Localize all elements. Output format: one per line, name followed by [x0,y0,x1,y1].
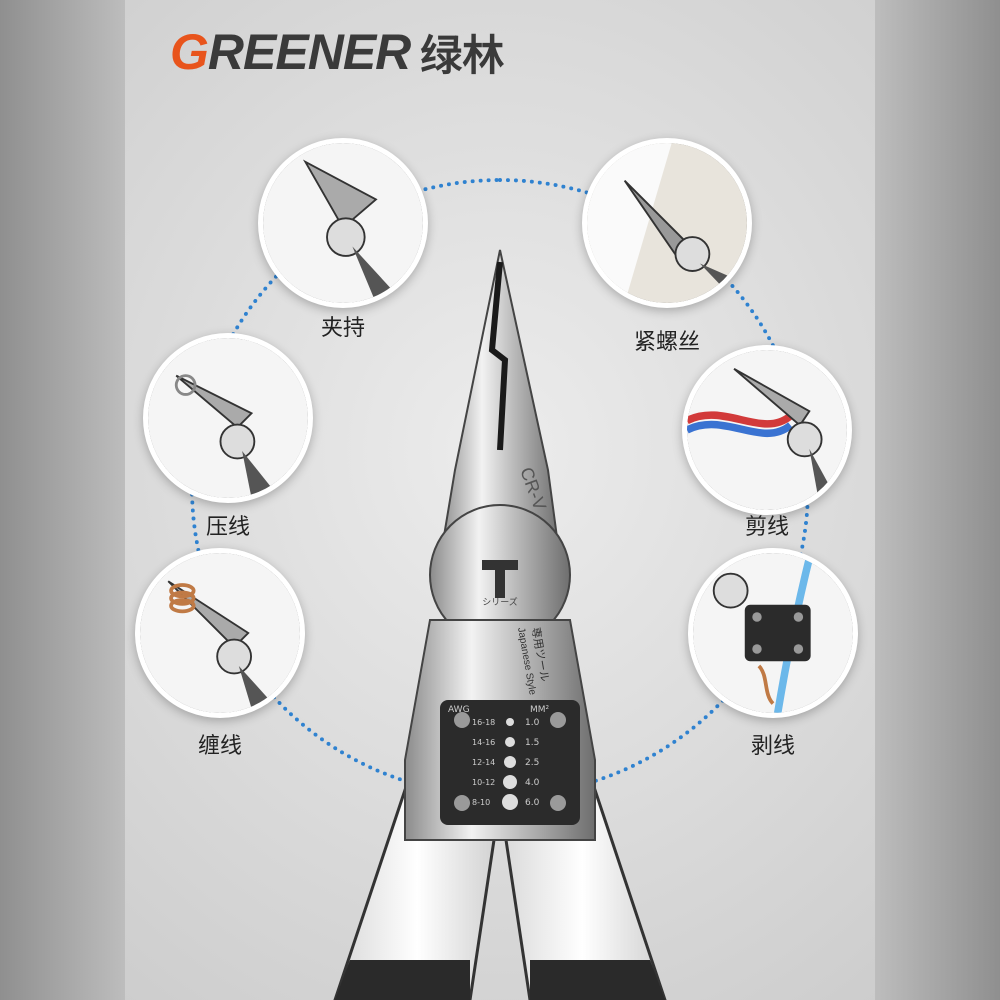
brand-logo: GREENER 绿林 [170,22,504,82]
feature-wire-winding: 缠线 [135,548,305,759]
feature-wire-cutting: 剪线 [682,345,852,540]
gauge-awg-4: 10-12 [472,778,495,787]
gauge-awg-5: 8-10 [472,798,490,807]
wire-cutting-icon [682,345,852,515]
feature-label-wire-stripping: 剥线 [750,734,795,759]
gauge-mm-4: 4.0 [525,778,540,788]
gauge-mm-5: 6.0 [525,798,540,808]
feature-wire-crimping: 压线 [143,333,313,540]
brand-chinese-name: 绿林 [420,30,505,80]
wire-winding-icon [135,548,305,718]
wire-stripping-icon [688,548,858,718]
gauge-awg-1: 16-18 [472,718,495,727]
screw-tightening-icon [582,138,752,308]
wire-crimping-icon [143,333,313,503]
feature-label-wire-crimping: 压线 [205,515,250,540]
feature-label-wire-cutting: 剪线 [744,515,789,540]
gauge-awg-header: AWG [448,705,470,715]
gauge-mm-3: 2.5 [525,758,539,768]
feature-clamping: 夹持 [258,138,428,341]
gauge-mm-header: MM² [530,705,550,715]
feature-label-screw-tightening: 紧螺丝 [633,330,700,355]
series-mark: シリーズ [482,596,518,608]
feature-wire-stripping: 剥线 [688,548,858,759]
clamping-plier-icon [258,138,428,308]
brand-initial: G [170,24,209,80]
brand-rest: REENER [207,24,411,80]
feature-label-clamping: 夹持 [320,316,365,341]
feature-screw-tightening: 紧螺丝 [582,138,752,355]
gauge-awg-2: 14-16 [472,738,495,747]
brand-latin-name: GREENER [170,23,411,81]
gauge-mm-2: 1.5 [525,738,539,748]
feature-label-wire-winding: 缠线 [197,734,242,759]
gauge-mm-1: 1.0 [525,718,540,728]
gauge-awg-3: 12-14 [472,758,495,767]
